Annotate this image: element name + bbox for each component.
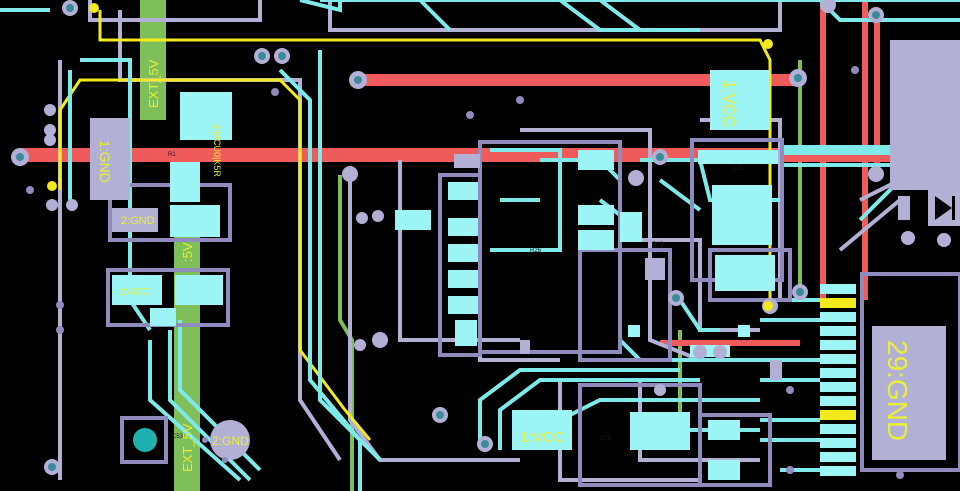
- lavender-copper-blocks: [90, 40, 960, 460]
- silkscreen-refs: R1 R26 R19 C15 C53 C75: [168, 152, 744, 442]
- net-label-gnd29: 29:GND: [882, 340, 913, 441]
- net-label-vcc1-bottom: 1:VCC: [520, 429, 564, 446]
- silk-ref-f: C75: [600, 436, 612, 442]
- yellow-signal-trace: [58, 10, 772, 441]
- smd-pads: [112, 70, 778, 480]
- silk-ref-b: R26: [530, 248, 542, 254]
- connector-pins: [820, 284, 856, 476]
- silk-ref-a: R1: [168, 152, 176, 158]
- silk-ref-d: C15: [732, 166, 744, 172]
- net-label-gnd1-left: 1:GND: [97, 140, 113, 183]
- net-label-gnd2-left: 2:GND: [121, 215, 155, 227]
- net-label-vcc-small: 2:VCC: [120, 287, 149, 298]
- net-labels: 1:GND 2:GND EXT_5V :5V 2:VCC EXT_5V 2:GN…: [97, 59, 913, 472]
- net-label-chip: 2:MCU0|K5R: [212, 124, 222, 177]
- net-label-ext5v-bottom: EXT_5V: [180, 423, 195, 472]
- net-label-vcc1-top: 1:VCC: [720, 80, 737, 127]
- net-label-ext5v-mid: :5V: [180, 242, 195, 262]
- silk-ref-e: C53: [172, 434, 184, 440]
- net-label-ext5v-top: EXT_5V: [146, 59, 161, 108]
- vias: [11, 0, 951, 479]
- net-label-gnd2-round: 2:GND: [212, 434, 249, 448]
- diode-symbol: [898, 190, 960, 226]
- silk-ref-c: R19: [652, 242, 664, 248]
